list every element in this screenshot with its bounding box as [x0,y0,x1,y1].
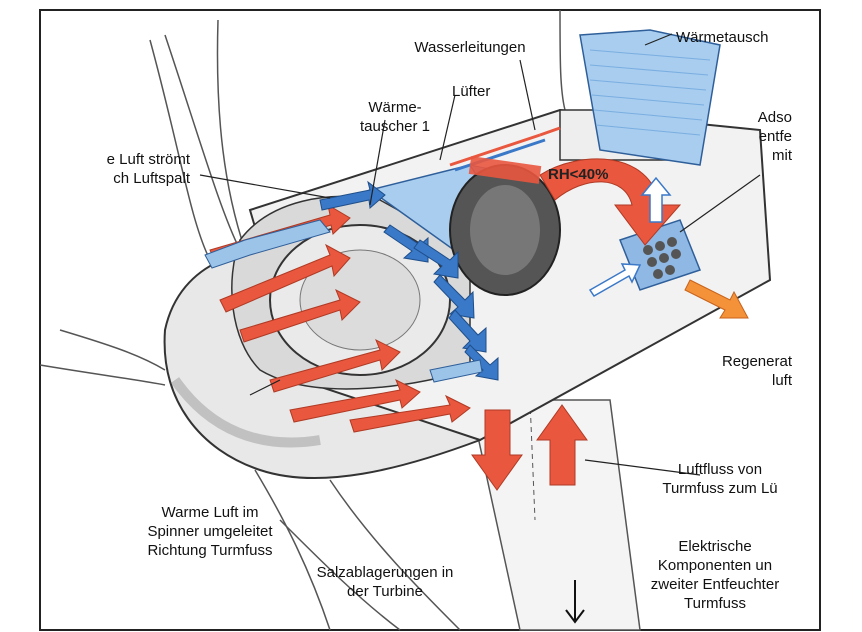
warm-air-arrow-top [470,165,540,175]
label-adsorber: Adso entfe mit [700,108,792,165]
label-elektrische-komponenten: Elektrische Komponenten un zweiter Entfe… [620,537,810,613]
label-salzablagerungen: Salzablagerungen in der Turbine [290,563,480,601]
heat-exchanger-top [580,30,720,165]
label-warme-luft: Warme Luft im Spinner umgeleitet Richtun… [120,503,300,560]
label-wasserleitungen: Wasserleitungen [385,38,555,57]
label-luftfluss: Luftfluss von Turmfuss zum Lü [640,460,800,498]
label-waermetauscher-1: Wärme- tauscher 1 [340,98,450,136]
label-rh: RH<40% [548,165,608,184]
label-waermetauscher-top: Wärmetausch [676,28,769,47]
label-regeneration: Regenerat luft [680,352,792,390]
fan [450,165,560,295]
label-luft-stroemt: e Luft strömt ch Luftspalt [50,150,190,188]
label-luefter: Lüfter [452,82,490,101]
